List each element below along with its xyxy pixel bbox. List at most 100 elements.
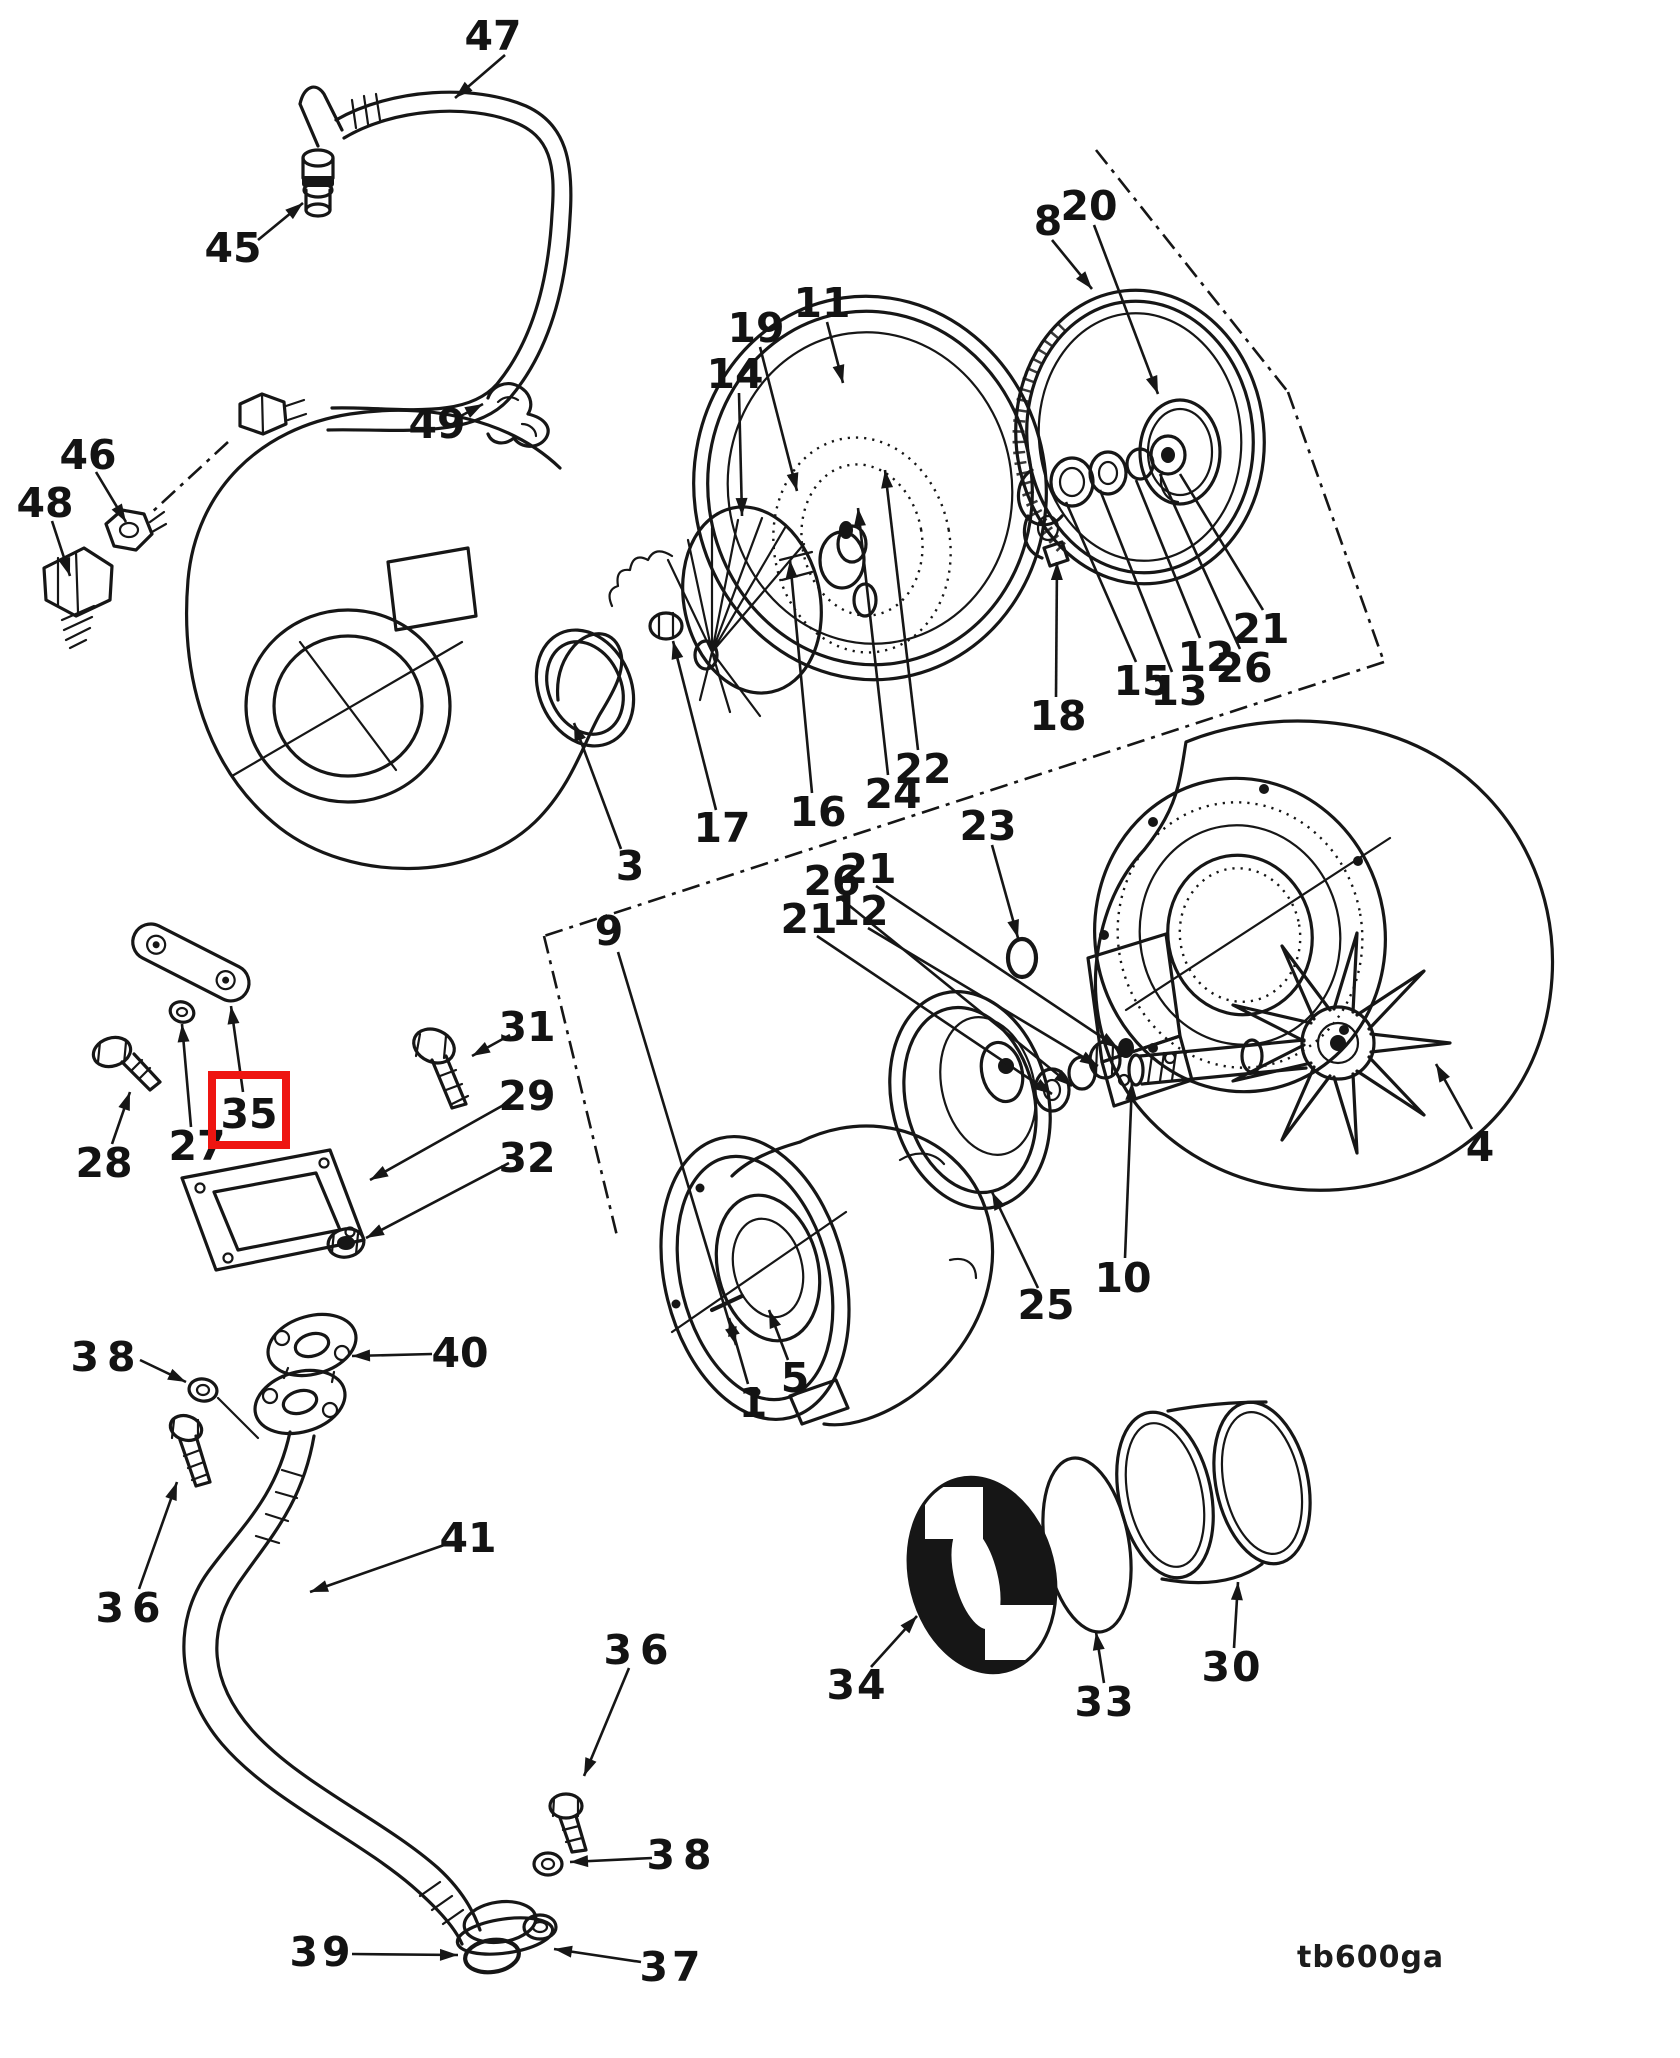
leader-line xyxy=(737,392,744,517)
callout-15: 15 xyxy=(1064,501,1171,705)
leader-line xyxy=(1134,479,1202,639)
arrowhead xyxy=(439,1948,458,1961)
arrowhead xyxy=(1033,1078,1052,1094)
arrowhead xyxy=(574,723,586,742)
impeller-14 xyxy=(608,505,823,718)
callout-9: 9 xyxy=(595,907,738,1346)
arrowhead xyxy=(111,503,126,522)
leader-line xyxy=(137,1481,179,1590)
arrowhead xyxy=(570,1855,589,1868)
callout-10: 10 xyxy=(1094,1081,1152,1302)
callout-28: 28 xyxy=(75,1091,133,1187)
callout-21: 21 xyxy=(780,895,1053,1096)
clamp-49 xyxy=(486,382,550,448)
callout-45: 45 xyxy=(204,201,304,272)
callout-48: 48 xyxy=(16,479,74,577)
arrowhead xyxy=(167,1368,186,1382)
part-number-label: 41 xyxy=(439,1514,496,1562)
part-number-label: 20 xyxy=(1060,182,1117,230)
part-number-label: 36 xyxy=(603,1626,676,1674)
leader-line xyxy=(1158,473,1242,650)
arrowhead xyxy=(1007,919,1019,938)
callout-14: 14 xyxy=(706,350,764,517)
callout-13: 13 xyxy=(1098,489,1208,715)
arrowhead xyxy=(584,1757,597,1776)
leader-line xyxy=(671,640,718,811)
washer-38a xyxy=(187,1377,219,1403)
part-number-label: 38 xyxy=(70,1333,143,1381)
callout-25: 25 xyxy=(990,1191,1075,1329)
leader-line xyxy=(788,559,814,794)
part-number-label: 39 xyxy=(289,1928,354,1976)
drain-flange-40 xyxy=(216,1312,358,1440)
arrowhead xyxy=(366,1224,385,1238)
arrowhead xyxy=(285,203,303,220)
strap-35 xyxy=(131,922,251,1003)
arrowhead xyxy=(832,364,845,383)
leader-line xyxy=(839,896,1073,1088)
arrowhead xyxy=(1125,1082,1138,1101)
callout-5: 5 xyxy=(767,1309,809,1402)
part-number-label: 13 xyxy=(1150,667,1207,715)
part-number-label: 32 xyxy=(498,1134,555,1182)
callout-34: 34 xyxy=(826,1615,918,1709)
part-number-label: 49 xyxy=(408,400,465,448)
arrowhead xyxy=(472,1042,491,1056)
leader-line xyxy=(883,469,920,751)
leader-line xyxy=(1123,1081,1134,1259)
part-number-label: 48 xyxy=(16,479,73,527)
part-number-label: 38 xyxy=(646,1831,719,1879)
leader-line xyxy=(875,884,1119,1050)
part-number-label: 36 xyxy=(95,1584,168,1632)
highlight-box-35 xyxy=(208,1071,290,1149)
arrowhead xyxy=(671,641,684,660)
part-number-label: 21 xyxy=(839,845,896,893)
part-number-label: 14 xyxy=(706,350,763,398)
part-number-label: 37 xyxy=(639,1943,704,1991)
part-number-label: 46 xyxy=(59,431,116,479)
nut-32 xyxy=(326,1227,366,1259)
bearing-housing-5 xyxy=(659,1124,995,1427)
callout-33: 33 xyxy=(1074,1631,1134,1726)
arrowhead xyxy=(1079,1051,1098,1066)
shaft-nut-17 xyxy=(648,611,684,641)
callout-3: 3 xyxy=(572,722,644,890)
turbine-housing-3 xyxy=(185,408,636,871)
callout-47: 47 xyxy=(454,12,522,99)
leader-line xyxy=(365,1161,510,1240)
callout-32: 32 xyxy=(365,1134,556,1240)
part-number-label: 21 xyxy=(780,895,837,943)
arrowhead xyxy=(769,1310,782,1329)
bolt-31 xyxy=(412,1027,470,1110)
part-number-label: 23 xyxy=(959,802,1016,850)
callout-21: 21 xyxy=(1178,473,1290,653)
callout-8: 8 xyxy=(1034,197,1094,290)
part-number-label: 4 xyxy=(1466,1123,1495,1171)
arrowhead xyxy=(1054,1070,1072,1086)
arrowhead xyxy=(992,1192,1006,1211)
leader-line xyxy=(867,926,1099,1068)
arrowhead xyxy=(1436,1064,1450,1083)
part-number-label: 21 xyxy=(1232,605,1289,653)
cartridge-boundary-9 xyxy=(542,149,1386,1241)
part-number-label: 19 xyxy=(727,304,784,352)
part-number-label: 47 xyxy=(464,12,521,60)
oring-33 xyxy=(1041,1456,1133,1634)
part-number-label: 9 xyxy=(595,907,624,955)
callout-38: 38 xyxy=(569,1831,719,1879)
callout-30: 30 xyxy=(1201,1581,1261,1691)
arrowhead xyxy=(1099,1033,1118,1048)
callout-17: 17 xyxy=(671,640,751,852)
sleeve-30 xyxy=(1115,1400,1312,1585)
callout-19: 19 xyxy=(727,304,799,492)
arrowhead xyxy=(370,1165,389,1180)
callout-1: 1 xyxy=(727,1317,767,1427)
bolt-28 xyxy=(91,1035,162,1092)
figure-code: tb600ga xyxy=(1297,1940,1444,1975)
callout-36: 36 xyxy=(582,1626,676,1777)
callout-46: 46 xyxy=(59,431,128,523)
callout-23: 23 xyxy=(959,802,1020,939)
part-number-label: 25 xyxy=(1017,1281,1074,1329)
